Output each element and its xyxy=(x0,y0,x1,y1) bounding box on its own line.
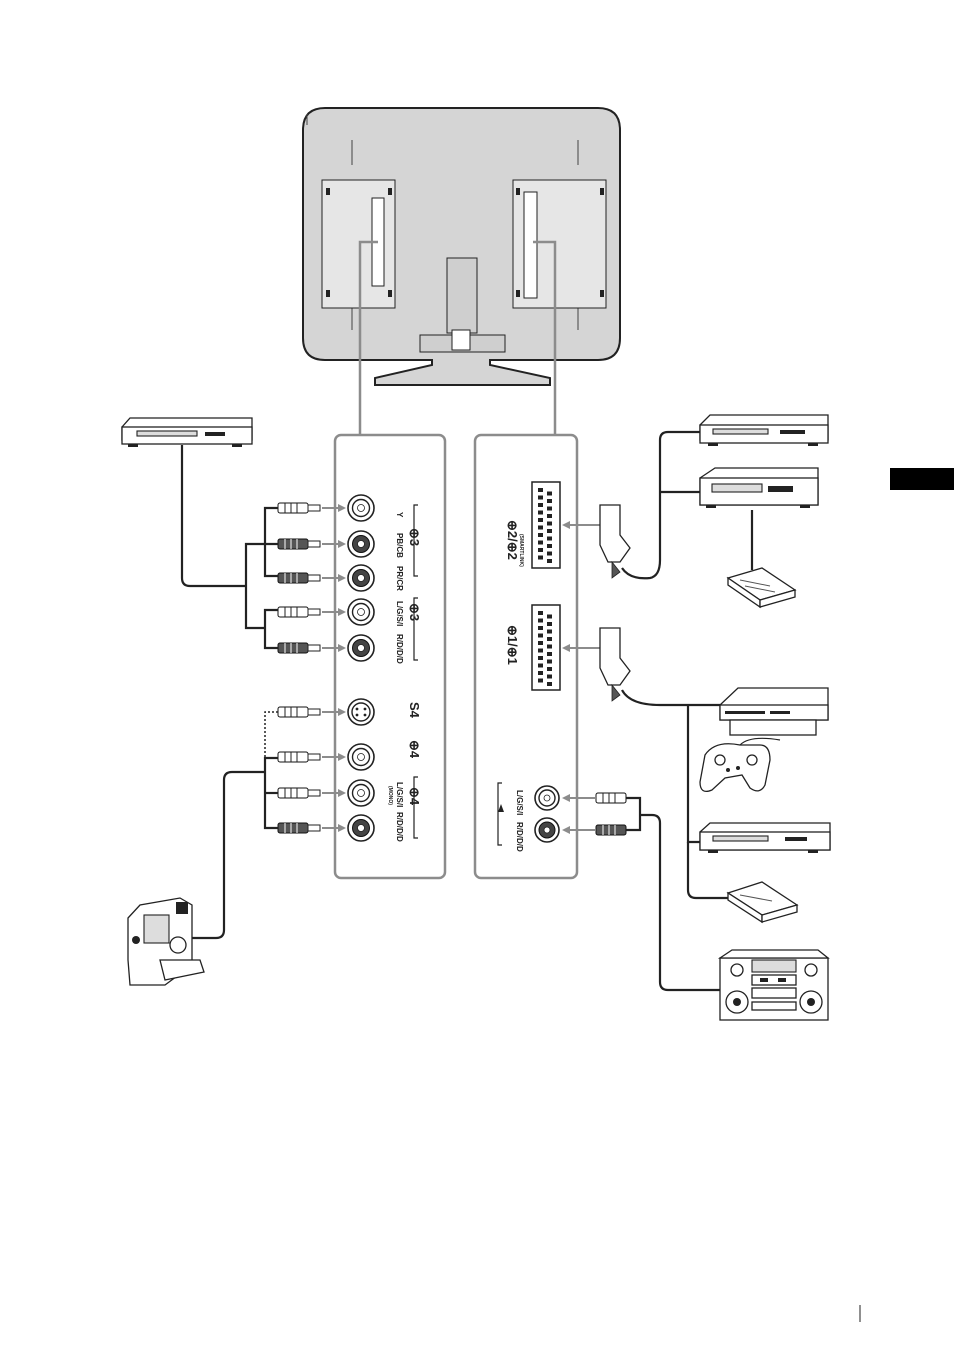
scart2-label: ⊕2/⊕2 xyxy=(505,520,520,560)
rca-plug-4 xyxy=(278,607,320,617)
scart-connector-2 xyxy=(532,482,560,568)
jack-label-pb: PB/CB xyxy=(395,533,404,558)
left-cables xyxy=(182,445,278,938)
gamepad-icon xyxy=(700,738,780,791)
rca-plug-6 xyxy=(278,707,320,717)
input-jack-7 xyxy=(348,744,374,770)
dvd-recorder-icon xyxy=(700,415,828,446)
rca-plugs-right xyxy=(596,793,626,835)
game-console-icon xyxy=(720,688,828,735)
jack-label-pr: PR/CR xyxy=(395,566,404,591)
jack-label-l3: L/G/S/I xyxy=(395,601,404,626)
dvd-player-right-icon xyxy=(700,823,830,853)
camcorder-icon xyxy=(128,898,204,985)
input-jack-6 xyxy=(348,699,374,725)
tv-rear-icon xyxy=(303,108,620,385)
input-jack-3 xyxy=(348,565,374,591)
scart-connector-1 xyxy=(532,605,560,690)
rca-plug-9 xyxy=(278,823,320,833)
vcr-icon xyxy=(700,468,818,508)
mono-note: (MONO) xyxy=(387,786,393,805)
audio-out-label-r: R/D/D/D xyxy=(515,822,524,852)
section-tab xyxy=(890,468,954,490)
input-jack-2 xyxy=(348,531,374,557)
scart1-label: ⊕1/⊕1 xyxy=(505,625,520,665)
scart-plug-2 xyxy=(600,505,630,578)
scart-plug-1 xyxy=(600,628,630,701)
input-jack-4 xyxy=(348,599,374,625)
right-input-panel xyxy=(475,435,577,878)
video4-group-label: ⊕4 xyxy=(407,740,422,759)
input-jack-8 xyxy=(348,780,374,806)
jack-label-r4: R/D/D/D xyxy=(395,812,404,842)
input-jack-5 xyxy=(348,635,374,661)
decoder-bottom-icon xyxy=(728,882,797,922)
rca-plug-1 xyxy=(278,503,320,513)
jack-label-l4: L/G/S/I xyxy=(395,782,404,807)
rca-plug-5 xyxy=(278,643,320,653)
rca-plug-3 xyxy=(278,573,320,583)
input-jack-1 xyxy=(348,495,374,521)
rca-plug-7 xyxy=(278,752,320,762)
rca-plugs-left xyxy=(278,503,320,833)
audio-out-label-l: L/G/S/I xyxy=(515,790,524,815)
decoder-icon xyxy=(728,568,795,607)
jack-label-y: Y xyxy=(395,512,404,518)
scart2-sublabel: (SMARTLINK) xyxy=(518,534,524,567)
rca-plug-8 xyxy=(278,788,320,798)
jack-label-r3: R/D/D/D xyxy=(395,634,404,664)
rca-plug-2 xyxy=(278,539,320,549)
hifi-system-icon xyxy=(720,950,828,1020)
dvd-player-icon xyxy=(122,418,252,447)
input-jack-9 xyxy=(348,815,374,841)
svideo-group-label: S4 xyxy=(407,702,422,719)
